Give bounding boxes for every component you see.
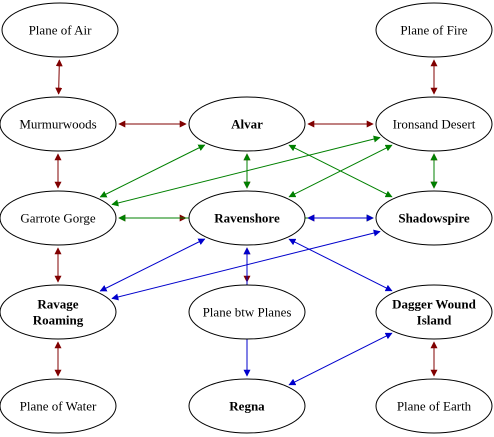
node-dagger-label: Dagger Wound <box>392 297 476 312</box>
node-murmur: Murmurwoods <box>0 96 117 152</box>
node-btw-ellipse <box>188 284 306 340</box>
node-alvar: Alvar <box>188 96 306 152</box>
node-garrote: Garrote Gorge <box>0 190 117 246</box>
link-garrote-alvar <box>99 144 206 198</box>
node-ironsand-ellipse <box>375 96 493 152</box>
node-murmur-ellipse <box>0 96 117 152</box>
node-shadow-ellipse <box>375 190 493 246</box>
node-ravenshore: Ravenshore <box>188 190 306 246</box>
node-murmur-label: Murmurwoods <box>19 117 96 132</box>
node-regna: Regna <box>188 378 306 434</box>
link-ravenshore-dagger <box>288 238 393 292</box>
node-ironsand: Ironsand Desert <box>375 96 493 152</box>
node-water: Plane of Water <box>0 378 117 434</box>
node-ravenshore-ellipse <box>188 190 306 246</box>
link-ironsand-garrote <box>111 135 381 207</box>
node-dagger-ellipse <box>375 284 493 340</box>
node-water-ellipse <box>0 378 117 434</box>
node-alvar-label: Alvar <box>231 117 263 132</box>
node-btw: Plane btw Planes <box>188 284 306 340</box>
node-air-label: Plane of Air <box>29 23 92 38</box>
node-earth-label: Plane of Earth <box>397 399 472 414</box>
node-ravage-label: Roaming <box>33 313 84 328</box>
node-earth-ellipse <box>375 378 493 434</box>
node-earth: Plane of Earth <box>375 378 493 434</box>
node-air: Plane of Air <box>1 2 119 58</box>
node-regna-ellipse <box>188 378 306 434</box>
node-ravage-label: Ravage <box>37 297 78 312</box>
node-water-label: Plane of Water <box>20 399 97 414</box>
node-fire: Plane of Fire <box>375 2 493 58</box>
link-ravage-ravenshore <box>99 238 206 292</box>
node-alvar-ellipse <box>188 96 306 152</box>
node-ravage-ellipse <box>0 284 117 340</box>
node-fire-label: Plane of Fire <box>400 23 467 38</box>
node-dagger-label: Island <box>417 313 452 328</box>
node-fire-ellipse <box>375 2 493 58</box>
node-shadow-label: Shadowspire <box>398 211 470 226</box>
node-ironsand-label: Ironsand Desert <box>393 117 476 132</box>
node-garrote-label: Garrote Gorge <box>20 211 95 226</box>
link-regna-dagger <box>288 332 393 386</box>
link-air-murmur <box>55 59 63 95</box>
node-regna-label: Regna <box>229 399 265 414</box>
node-shadow: Shadowspire <box>375 190 493 246</box>
node-ravenshore-label: Ravenshore <box>214 211 280 226</box>
node-btw-label: Plane btw Planes <box>203 305 292 320</box>
node-garrote-ellipse <box>0 190 117 246</box>
node-air-ellipse <box>1 2 119 58</box>
